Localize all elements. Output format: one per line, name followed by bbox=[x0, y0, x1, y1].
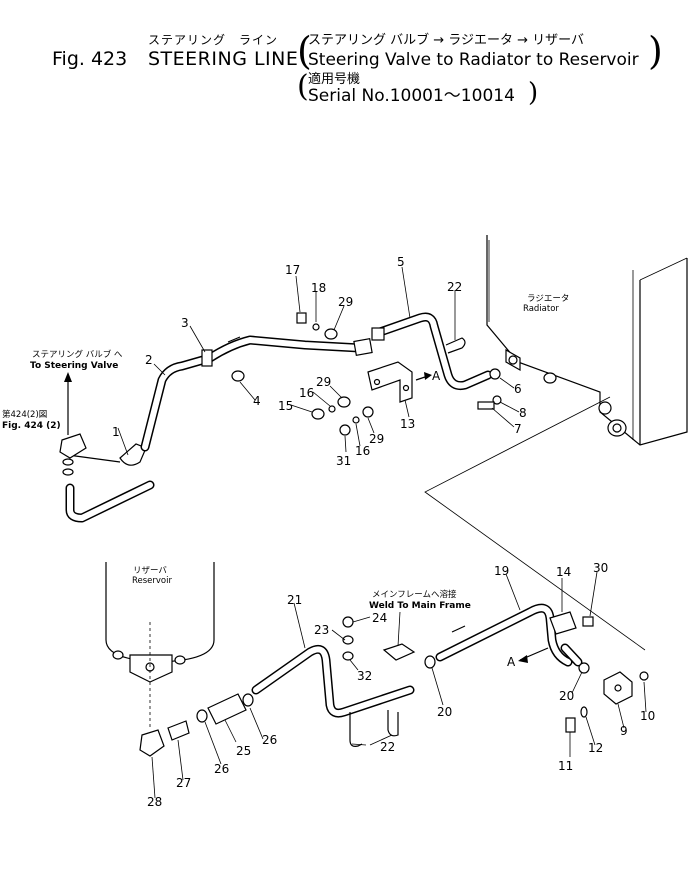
upper-pipe-assembly bbox=[59, 312, 502, 523]
part-number: 22 bbox=[380, 740, 395, 754]
part-number: 6 bbox=[514, 382, 522, 396]
part-number: 32 bbox=[357, 669, 372, 683]
to-steering-arrowhead bbox=[64, 372, 72, 382]
part-number: 17 bbox=[285, 263, 300, 277]
to-steering-label-jp: ステアリング バルブ へ bbox=[32, 349, 123, 360]
part-number: 10 bbox=[640, 709, 655, 723]
part-number: 21 bbox=[287, 593, 302, 607]
connection-leader bbox=[424, 396, 646, 651]
part-number: 29 bbox=[316, 375, 331, 389]
part-numbers: 1 2 3 4 5 6 7 8 9 10 11 12 13 14 15 16 1… bbox=[112, 255, 655, 809]
serial-label-japanese: 適用号機 bbox=[308, 72, 361, 87]
part-number: 28 bbox=[147, 795, 162, 809]
part-number: 9 bbox=[620, 724, 628, 738]
reservoir-label-en: Reservoir bbox=[132, 576, 172, 586]
part-number: 1 bbox=[112, 425, 120, 439]
part-number: 31 bbox=[336, 454, 351, 468]
part-number: 8 bbox=[519, 406, 527, 420]
weld-label-jp: メインフレームへ溶接 bbox=[372, 589, 457, 600]
part-number: 16 bbox=[299, 386, 314, 400]
weld-label-en: Weld To Main Frame bbox=[369, 601, 471, 611]
flow-arrow-lower bbox=[451, 625, 466, 633]
radiator-label-en: Radiator bbox=[523, 304, 559, 314]
part-number: 24 bbox=[372, 611, 387, 625]
part-number: 14 bbox=[556, 565, 571, 579]
lower-pipe-assembly bbox=[139, 603, 649, 757]
part-number: 4 bbox=[253, 394, 261, 408]
part-number: 13 bbox=[400, 417, 415, 431]
radiator-label-jp: ラジエータ bbox=[527, 294, 569, 304]
part-number: 20 bbox=[437, 705, 452, 719]
reservoir-label-jp: リザーバ bbox=[133, 566, 167, 576]
part-number: 12 bbox=[588, 741, 603, 755]
part-number: 29 bbox=[369, 432, 384, 446]
flow-arrow-upper bbox=[227, 336, 241, 343]
part-number: 29 bbox=[338, 295, 353, 309]
diagram-header: Fig. 423 ステアリング ライン STEERING LINE ( ( ステ… bbox=[0, 0, 692, 110]
part-number: 3 bbox=[181, 316, 189, 330]
leader-lines bbox=[117, 266, 647, 799]
route-japanese: ステアリング バルブ → ラジエータ → リザーバ bbox=[308, 33, 585, 48]
open-bracket-bottom: ( bbox=[297, 69, 309, 104]
part-number: 26 bbox=[262, 733, 277, 747]
title-english: STEERING LINE bbox=[148, 48, 299, 70]
fig424-label-en: Fig. 424 (2) bbox=[2, 421, 61, 431]
part-number: 15 bbox=[278, 399, 293, 413]
part-number: 16 bbox=[355, 444, 370, 458]
arrow-a-lower-label: A bbox=[507, 655, 516, 669]
weld-leader bbox=[397, 611, 401, 647]
part-number: 25 bbox=[236, 744, 251, 758]
part-number: 11 bbox=[558, 759, 573, 773]
to-steering-label-en: To Steering Valve bbox=[30, 361, 118, 371]
part-number: 30 bbox=[593, 561, 608, 575]
part-number: 23 bbox=[314, 623, 329, 637]
close-bracket-bottom: ) bbox=[528, 78, 539, 108]
radiator bbox=[486, 235, 688, 446]
arrow-a-upper-head bbox=[424, 372, 432, 380]
arrow-a-upper-label: A bbox=[432, 369, 441, 383]
route-english: Steering Valve to Radiator to Reservoir bbox=[308, 50, 639, 70]
part-number: 20 bbox=[559, 689, 574, 703]
figure-number: Fig. 423 bbox=[52, 48, 128, 70]
part-number: 22 bbox=[447, 280, 462, 294]
part-number: 2 bbox=[145, 353, 153, 367]
part-number: 19 bbox=[494, 564, 509, 578]
serial-range: Serial No.10001～10014 bbox=[308, 86, 515, 106]
reservoir bbox=[105, 562, 215, 728]
part-number: 27 bbox=[176, 776, 191, 790]
open-bracket-top: ( bbox=[297, 29, 312, 73]
fig424-label-jp: 第424(2)図 bbox=[2, 409, 47, 420]
title-japanese: ステアリング ライン bbox=[148, 33, 279, 47]
part-number: 7 bbox=[514, 422, 522, 436]
close-bracket-top: ) bbox=[648, 29, 663, 73]
part-number: 5 bbox=[397, 255, 405, 269]
arrow-a-lower-head bbox=[518, 655, 528, 663]
part-number: 18 bbox=[311, 281, 326, 295]
part-number: 26 bbox=[214, 762, 229, 776]
